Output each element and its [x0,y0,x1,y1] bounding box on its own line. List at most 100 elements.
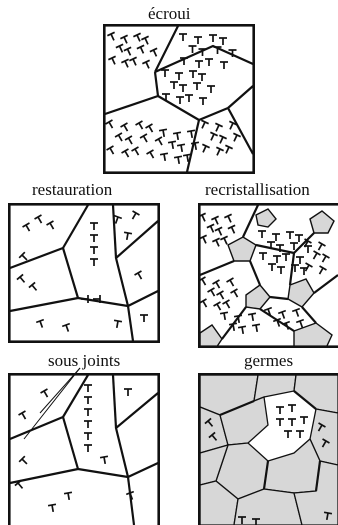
dislocation-icon [190,141,200,151]
dislocation-icon [18,251,28,261]
dislocation-icon [272,317,282,327]
dislocation-icon [142,59,150,69]
dislocation-icons [16,210,148,332]
dislocation-icon [179,33,187,41]
dislocation-icon [303,238,312,248]
dislocation-icon [93,295,101,303]
dislocation-icon [276,406,284,414]
panel-restauration [8,203,160,343]
dislocation-icon [216,290,225,300]
dislocation-icon [211,215,219,225]
dislocation-icon [222,299,231,309]
dislocation-icon [133,32,141,42]
dislocation-icon [230,288,239,298]
dislocation-icon [129,56,137,66]
dislocation-icon [35,318,45,328]
dislocation-icon [226,277,235,287]
dislocation-icon [227,224,236,234]
dislocation-icon [195,60,203,68]
dislocation-icon [258,230,266,238]
panel-sous-joints [8,373,160,525]
dislocation-icon [113,319,123,329]
dislocation-icon [259,252,267,260]
dislocation-icon [202,143,210,153]
dislocation-icon [18,410,27,420]
dislocation-icon [121,58,129,68]
dislocation-icon [296,430,304,438]
dislocation-icon [115,43,124,53]
dislocation-icon [233,132,241,142]
dislocation-icon [321,438,330,448]
panel-recristallisation [198,203,338,348]
dislocation-icon [220,61,228,69]
dislocation-icon [123,231,133,241]
dislocation-icon [288,404,296,412]
dislocation-icon [170,81,178,89]
dislocation-icon [173,155,183,165]
dislocation-icon [228,49,237,57]
dislocation-icon [167,140,177,150]
dislocation-icon [304,262,313,272]
dislocation-icons [198,212,330,335]
dislocation-icon [288,418,296,426]
dislocation-icon [228,322,238,332]
dislocation-icon [145,123,154,133]
dislocation-icon [282,253,290,261]
dislocation-icon [84,408,92,416]
dislocation-icon [134,270,143,280]
dislocation-icon [81,295,89,303]
dislocation-icon [84,396,92,404]
dislocation-icon [213,46,222,54]
dislocation-icon [215,122,223,132]
dislocation-icon [272,233,280,241]
dislocation-icon [175,72,183,80]
dislocation-icon [179,84,187,92]
dislocation-icon [295,318,305,328]
dislocation-icon [277,266,285,274]
dislocation-icon [149,47,158,57]
dislocation-icon [207,287,216,297]
dislocation-icon [286,231,294,239]
dislocation-icon [210,131,218,141]
label-restauration: restauration [32,180,113,199]
dislocation-icon [219,311,229,321]
label-recristallisation: recristallisation [205,180,310,199]
dislocation-icons [204,404,333,525]
dislocation-icon [63,491,73,501]
dislocation-icon [176,143,186,153]
thick-boundaries [219,390,322,492]
dislocation-icon [176,96,184,104]
dislocation-icon [180,57,188,65]
dislocation-icon [14,479,24,489]
dislocation-icons [14,384,135,513]
dislocation-icon [154,136,163,146]
dislocation-icon [114,132,123,142]
dislocation-icon [216,146,224,156]
dislocation-icon [61,322,71,332]
dislocation-icon [214,226,223,236]
dislocation-icon [84,420,92,428]
dislocation-icon [113,214,123,224]
dislocation-icon [139,133,148,143]
dislocation-icon [22,222,31,232]
dislocation-icon [219,134,227,144]
dislocation-icon [198,73,206,81]
dislocation-icon [159,152,169,162]
dislocation-icons [105,31,241,165]
dislocation-icon [208,431,218,441]
dislocation-icon [205,58,213,66]
dislocation-icon [108,55,116,65]
dislocation-icon [268,263,276,271]
dislocation-icon [300,416,308,424]
dislocation-icon [199,298,208,308]
dislocation-icon [225,144,233,154]
dislocation-icon [267,241,275,249]
dislocation-icon [135,120,144,130]
dislocation-icon [84,444,92,452]
dislocation-icon [212,237,220,247]
dislocation-icon [296,256,304,264]
dislocation-icon [28,281,38,291]
dislocation-icon [186,129,196,139]
dislocation-icon [212,279,221,289]
dislocation-icon [277,309,287,319]
